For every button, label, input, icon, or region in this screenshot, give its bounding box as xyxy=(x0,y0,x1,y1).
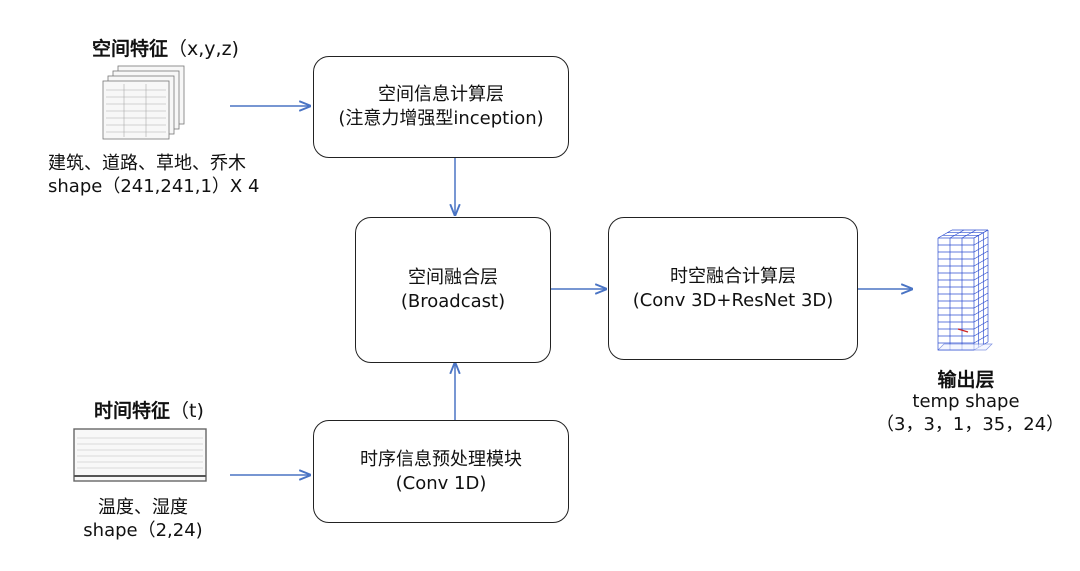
output-title: 输出层 xyxy=(937,369,995,391)
temporal-preprocess-title: 时序信息预处理模块 xyxy=(360,448,522,470)
spatiotemporal-layer-title: 时空融合计算层 xyxy=(670,265,796,287)
spatial-fusion-layer-box[interactable]: 空间融合层 (Broadcast) xyxy=(355,217,551,363)
spatial-feature-title: 空间特征（x,y,z) xyxy=(92,34,239,61)
spatial-info-layer-subtitle: (注意力增强型inception) xyxy=(338,108,544,129)
spatial-info-layer-title: 空间信息计算层 xyxy=(378,84,504,105)
output-grid-icon xyxy=(937,229,993,351)
spatial-feature-coords: （x,y,z) xyxy=(168,38,239,60)
spatial-maps-thumbnail xyxy=(102,65,185,140)
spatiotemporal-layer-box[interactable]: 时空融合计算层 (Conv 3D+ResNet 3D) xyxy=(608,217,858,360)
temporal-feature-title-text: 时间特征 xyxy=(94,400,171,422)
spatial-caption-line1: 建筑、道路、草地、乔木 xyxy=(48,153,246,174)
temporal-feature-caption: 温度、湿度 shape（2,24) xyxy=(58,496,228,542)
output-line2: （3，3，1，35，24） xyxy=(876,414,1065,435)
temporal-feature-title: 时间特征（t) xyxy=(94,396,204,423)
spatial-feature-title-text: 空间特征 xyxy=(92,38,169,60)
temporal-feature-coords: （t) xyxy=(170,400,204,422)
temporal-preprocess-subtitle: (Conv 1D) xyxy=(395,472,487,494)
output-label: 输出层 temp shape （3，3，1，35，24） xyxy=(876,369,1065,437)
temporal-caption-line1: 温度、湿度 xyxy=(98,497,188,518)
spatial-feature-caption: 建筑、道路、草地、乔木 shape（241,241,1）X 4 xyxy=(48,152,260,198)
spatiotemporal-layer-subtitle: (Conv 3D+ResNet 3D) xyxy=(632,289,834,311)
temporal-caption-line2: shape（2,24) xyxy=(83,520,203,541)
spatial-info-layer-box[interactable]: 空间信息计算层 (注意力增强型inception) xyxy=(313,56,569,158)
spatial-caption-line2: shape（241,241,1）X 4 xyxy=(48,176,260,197)
spatial-fusion-layer-subtitle: (Broadcast) xyxy=(400,291,506,312)
spatial-fusion-layer-title: 空间融合层 xyxy=(408,267,498,288)
temporal-table-thumbnail xyxy=(73,428,207,482)
temporal-preprocess-box[interactable]: 时序信息预处理模块 (Conv 1D) xyxy=(313,420,569,523)
output-line1: temp shape xyxy=(912,391,1020,412)
